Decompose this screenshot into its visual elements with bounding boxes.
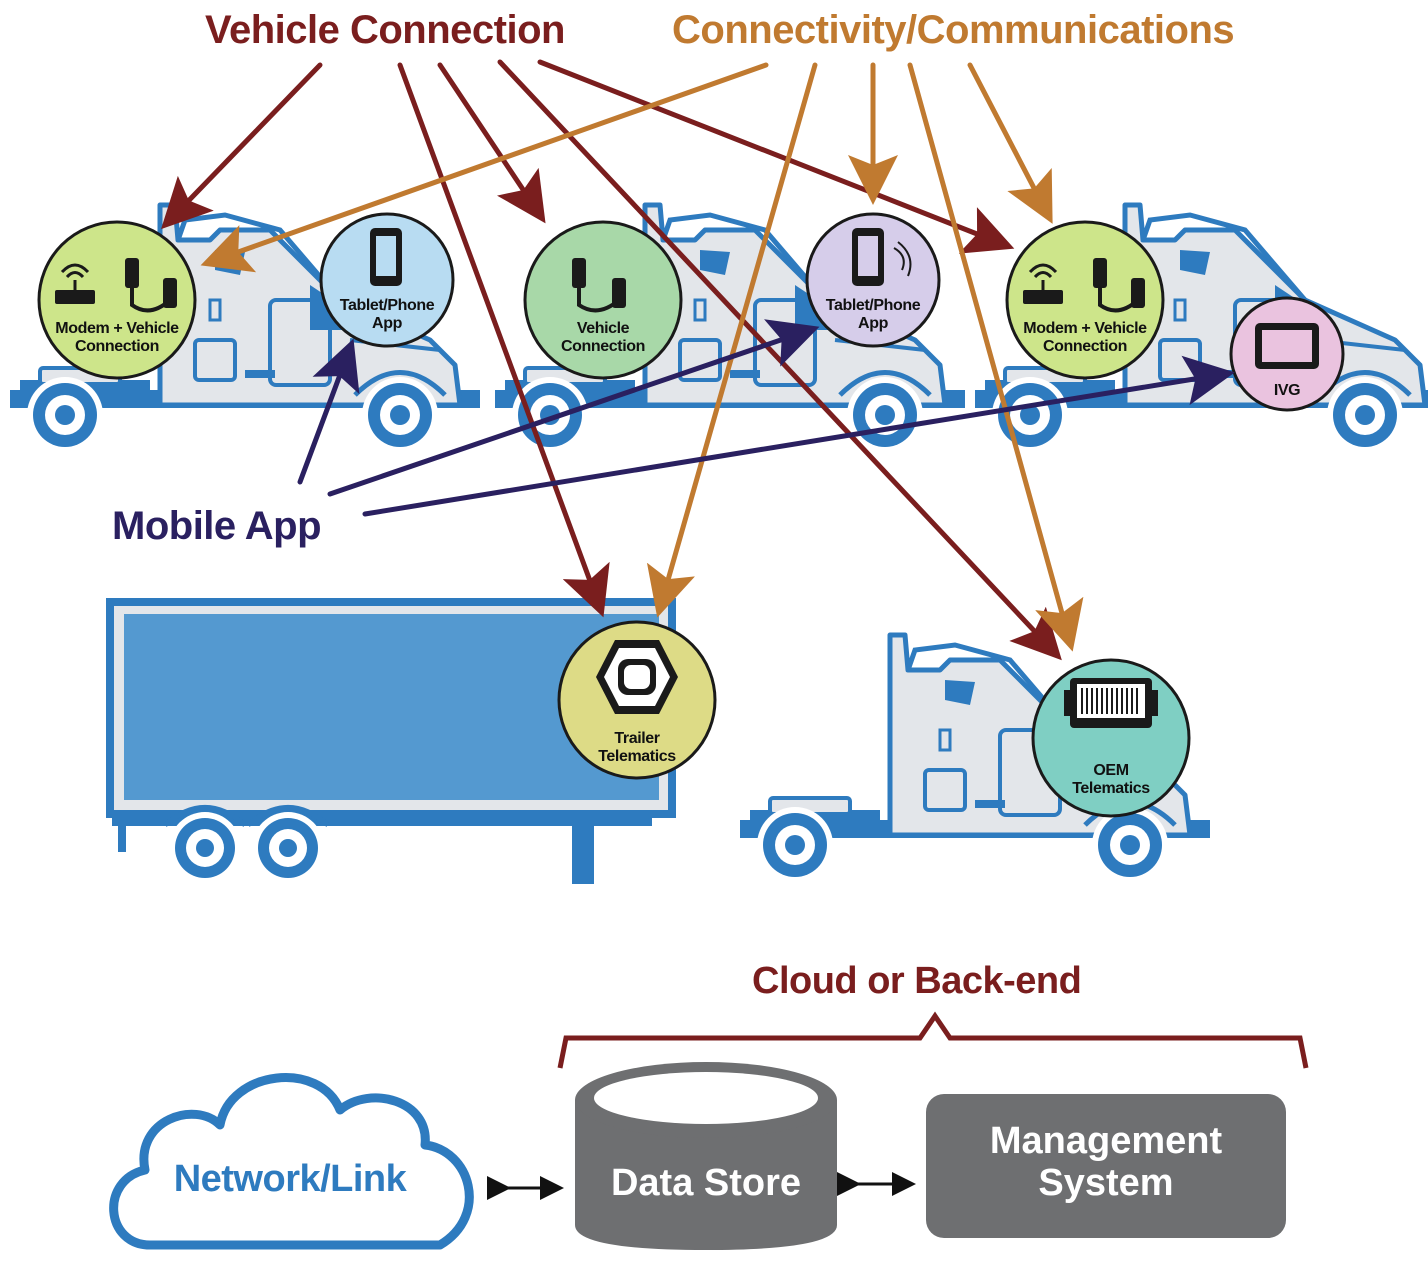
badge-oem-label: OEM Telematics (1072, 762, 1150, 797)
trailer-wheel-1 (169, 812, 241, 884)
modem-icon (55, 263, 95, 304)
cable-icon (125, 258, 177, 313)
badge-truck3-modem-label: Modem + Vehicle Connection (1023, 320, 1147, 355)
mobile-app-arrows (297, 319, 1235, 517)
badge-truck1-modem (37, 220, 197, 380)
badge-truck3-ivg (1229, 296, 1345, 412)
management-system-label: Management System (989, 1120, 1223, 1204)
modem-icon (1023, 263, 1063, 304)
wireless-icon (893, 247, 905, 271)
badge-truck3-modem (1005, 220, 1165, 380)
cable-icon (1093, 258, 1145, 313)
connectivity-arrows (200, 62, 1084, 652)
badge-truck3-ivg-label: IVG (1273, 382, 1301, 399)
trailer-telematics-icon (596, 640, 678, 714)
mobile-app-label: Mobile App (112, 504, 322, 548)
cloud-backend-bracket (557, 1011, 1309, 1069)
ecu-icon (1064, 678, 1158, 728)
trailer-wheel-2 (252, 812, 324, 884)
data-store-icon (575, 1062, 837, 1250)
badge-truck2-vehicle-label: Vehicle Connection (561, 320, 645, 355)
badge-oem-telematics (1031, 658, 1191, 818)
badge-truck2-vehicle (523, 220, 683, 380)
badge-truck2-tablet (805, 212, 941, 348)
badge-truck1-tablet (319, 212, 455, 348)
connectivity-label: Connectivity/Communications (672, 8, 1235, 52)
badge-truck1-modem-label: Modem + Vehicle Connection (55, 320, 179, 355)
badge-trailer-label: Trailer Telematics (598, 730, 676, 765)
management-system-box (926, 1094, 1286, 1238)
badge-truck2-tablet-label: Tablet/Phone App (825, 297, 921, 332)
badge-truck1-tablet-label: Tablet/Phone App (339, 297, 435, 332)
data-store-label: Data Store (610, 1162, 802, 1204)
trailer (106, 598, 676, 884)
network-link-label: Network/Link (173, 1158, 407, 1200)
vehicle-connection-label: Vehicle Connection (205, 8, 565, 52)
cable-icon (572, 258, 626, 313)
badge-trailer-telematics (557, 620, 717, 780)
cloud-backend-label: Cloud or Back-end (752, 960, 1082, 1002)
network-cloud-icon (109, 1073, 474, 1250)
